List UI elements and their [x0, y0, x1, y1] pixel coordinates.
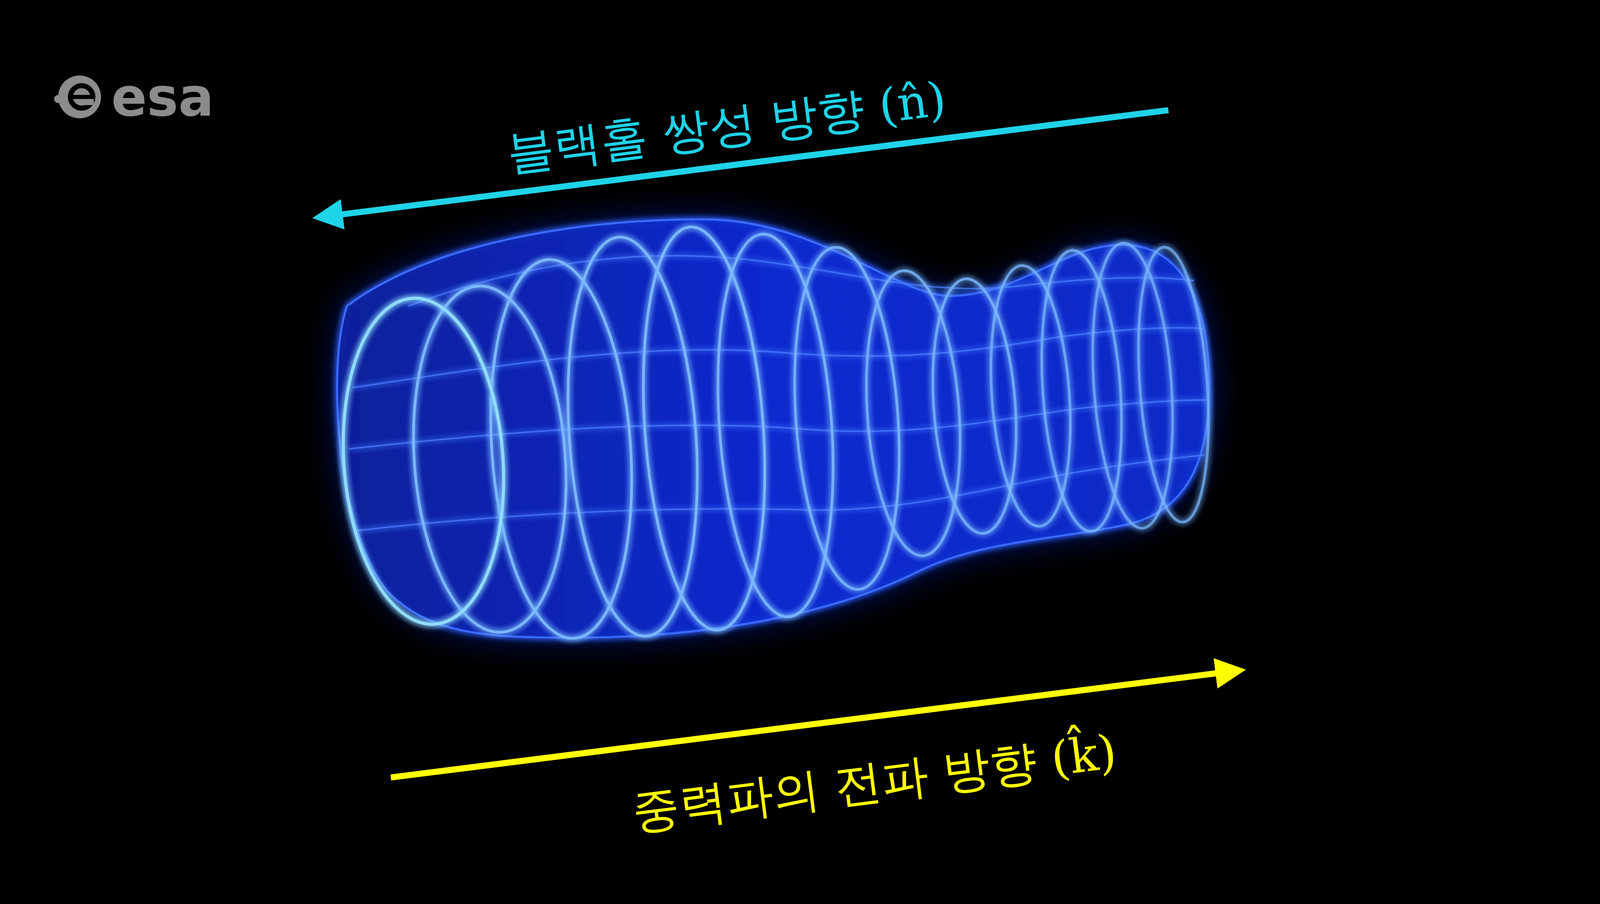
esa-logo-text: esa [111, 65, 214, 129]
esa-logo-mark [54, 75, 102, 119]
